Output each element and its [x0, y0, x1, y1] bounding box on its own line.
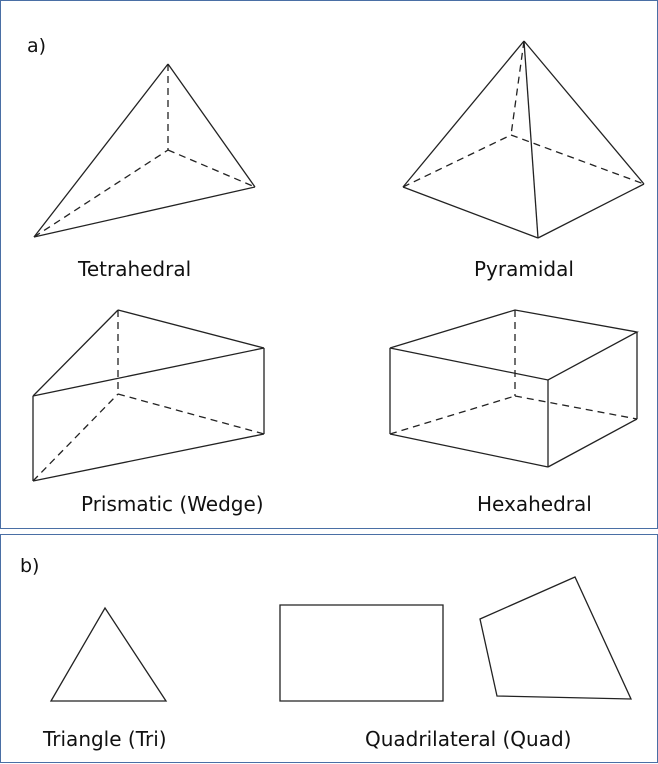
tetrahedron-shape: [33, 63, 256, 238]
caption-prismatic: Prismatic (Wedge): [81, 492, 264, 516]
wedge-shape: [32, 309, 265, 482]
2d-shapes-drawing: [49, 576, 633, 702]
caption-hexahedral: Hexahedral: [477, 492, 592, 516]
caption-tetrahedral: Tetrahedral: [78, 257, 192, 281]
panel-b-label: b): [20, 555, 40, 577]
3d-shapes-drawing: [32, 40, 645, 482]
pyramid-shape: [402, 40, 645, 239]
caption-quadrilateral: Quadrilateral (Quad): [365, 727, 572, 751]
caption-triangle: Triangle (Tri): [43, 727, 167, 751]
triangle-shape: [49, 606, 168, 702]
caption-pyramidal: Pyramidal: [474, 257, 574, 281]
hexahedron-shape: [389, 309, 639, 468]
panel-2d-elements: b) Triangle (Tri) Quadrilateral (Quad): [0, 534, 658, 763]
rectangle-quad-shape: [279, 604, 444, 702]
panel-a-label: a): [27, 35, 47, 57]
quadrilateral-shape: [479, 576, 633, 700]
panel-3d-elements: a): [0, 0, 658, 529]
